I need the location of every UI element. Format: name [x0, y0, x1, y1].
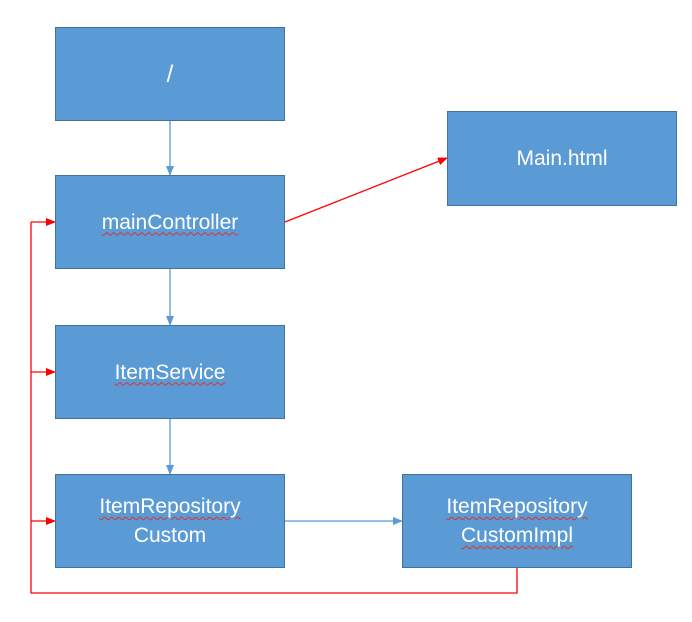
node-main-html: Main.html [447, 111, 677, 206]
node-item-service: ItemService [55, 325, 285, 419]
node-item-service-label-line1: ItemService [114, 360, 226, 384]
node-item-repository-custom-impl-label: ItemRepository CustomImpl [446, 492, 587, 550]
return-path-line [30, 222, 518, 594]
node-item-repository-custom-label-line2: Custom [133, 524, 207, 547]
node-root: / [55, 27, 285, 121]
node-item-repository-custom-impl-label-line1: ItemRepository [446, 495, 588, 518]
arrow-main-controller-to-main-html [284, 157, 448, 223]
node-root-label: / [167, 60, 174, 89]
node-item-repository-custom-label: ItemRepository Custom [99, 492, 240, 550]
node-item-repository-custom-label-line1: ItemRepository [99, 495, 241, 518]
node-item-repository-custom: ItemRepository Custom [55, 474, 285, 568]
node-main-html-label-line1: Main.html [516, 147, 608, 170]
node-item-repository-custom-impl: ItemRepository CustomImpl [402, 474, 632, 568]
node-root-label-line1: / [166, 60, 174, 88]
node-item-service-label: ItemService [115, 358, 226, 387]
node-main-html-label: Main.html [516, 144, 607, 173]
node-item-repository-custom-impl-label-line2: CustomImpl [460, 524, 574, 547]
node-main-controller-label: mainController [102, 208, 239, 237]
node-main-controller: mainController [55, 175, 285, 269]
node-main-controller-label-line1: mainController [101, 210, 239, 234]
